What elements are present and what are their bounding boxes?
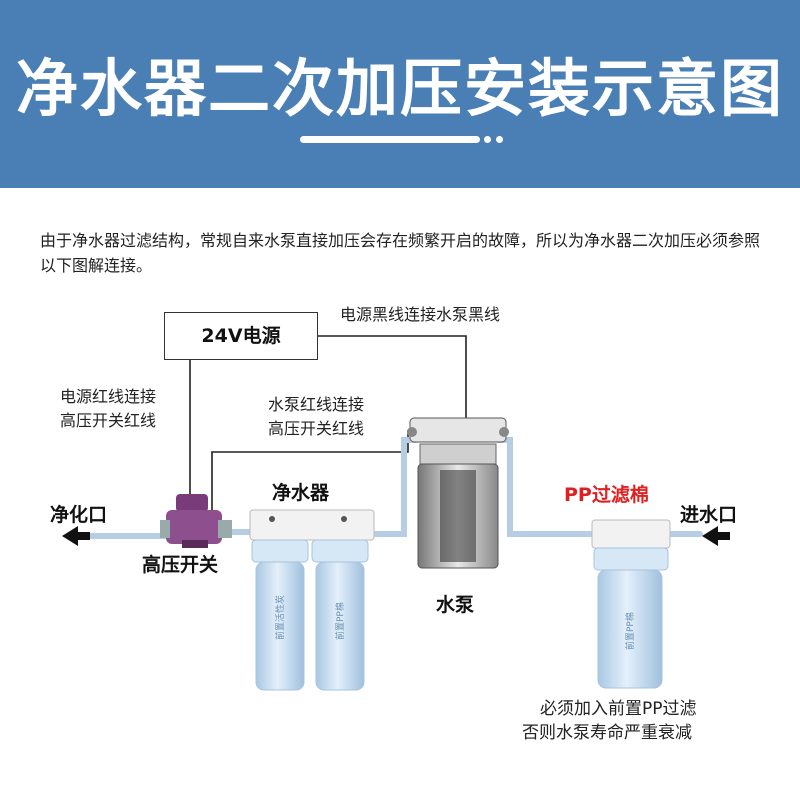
power-supply-box: 24V电源: [164, 312, 318, 360]
warning-line-2: 否则水泵寿命严重衰减: [522, 723, 692, 743]
purifier-unit: [249, 509, 375, 691]
pump-red-wire-label-1: 水泵红线连接: [268, 395, 365, 414]
power-red-wire-label-1: 电源红线连接: [60, 387, 157, 406]
black-wire: [318, 335, 467, 420]
intro-text: 由于净水器过滤结构，常规自来水泵直接加压会存在频繁开启的故障，所以为净水器二次加…: [40, 231, 761, 275]
black-wire-label: 电源黑线连接水泵黑线: [340, 305, 501, 324]
power-red-wire-label-2: 高压开关红线: [60, 411, 157, 430]
title-dot: [496, 136, 503, 143]
filter-2-text: 前置PP棉: [334, 602, 346, 640]
pressure-switch-icon: [160, 494, 232, 548]
pump-label: 水泵: [436, 594, 475, 616]
inlet-arrow-icon: [702, 526, 718, 546]
inlet-label: 进水口: [680, 504, 738, 526]
warning-line-1: 必须加入前置PP过滤: [540, 699, 697, 719]
title-banner: 净水器二次加压安装示意图: [0, 0, 800, 188]
title-dot: [484, 136, 491, 143]
pp-filter-unit: [591, 519, 671, 689]
outlet-arrow-icon: [62, 526, 78, 546]
title-underline: [300, 136, 480, 143]
purifier-label: 净水器: [272, 482, 330, 504]
filter-1-text: 前置活性炭: [274, 595, 286, 640]
pp-filter-label: PP过滤棉: [564, 484, 649, 506]
page-title: 净水器二次加压安装示意图: [15, 52, 784, 125]
filter-3-text: 前置PP棉: [624, 612, 636, 650]
pump-icon: [407, 417, 509, 569]
outlet-label: 净化口: [50, 504, 108, 526]
pump-red-wire-label-2: 高压开关红线: [268, 419, 365, 438]
pressure-switch-label: 高压开关: [142, 554, 219, 576]
